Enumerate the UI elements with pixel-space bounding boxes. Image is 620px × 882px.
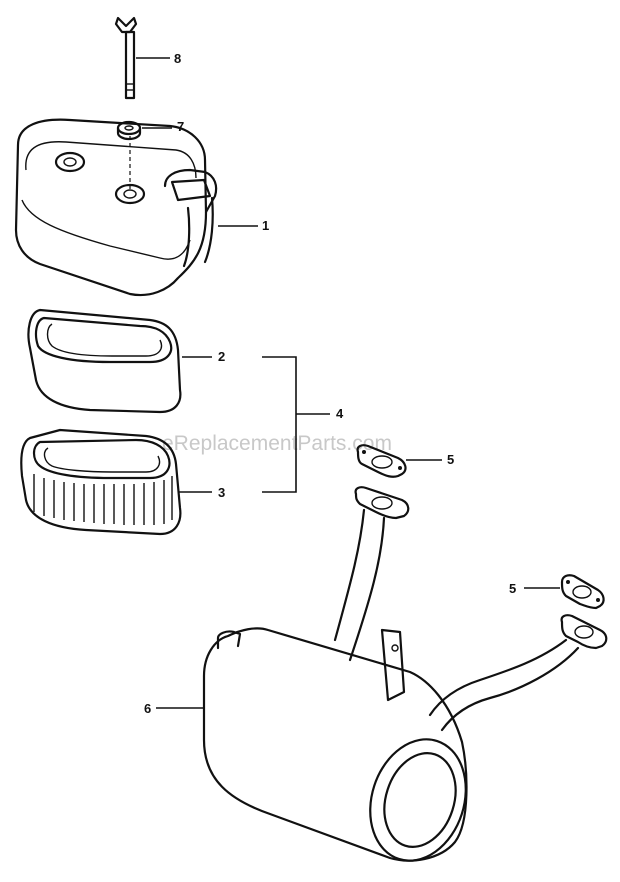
callout-4: 4 <box>336 406 344 421</box>
exhaust-gasket-upper-part[interactable] <box>356 444 407 478</box>
callout-3: 3 <box>218 485 225 500</box>
callout-7: 7 <box>177 119 184 134</box>
callout-1: 1 <box>262 218 269 233</box>
callout-5-lower: 5 <box>509 581 516 596</box>
muffler-part[interactable] <box>202 486 608 873</box>
exhaust-gasket-lower-part[interactable] <box>560 574 605 610</box>
callout-8: 8 <box>174 51 181 66</box>
callout-2: 2 <box>218 349 225 364</box>
watermark-text: eReplacementParts.com <box>162 432 392 455</box>
pre-cleaner-part[interactable] <box>27 308 182 414</box>
paper-filter-part[interactable] <box>20 428 182 536</box>
washer-part[interactable] <box>116 120 142 141</box>
wing-bolt-part[interactable] <box>114 16 138 100</box>
callout-6: 6 <box>144 701 151 716</box>
air-cleaner-cover-part[interactable] <box>14 118 218 297</box>
callout-5-upper: 5 <box>447 452 454 467</box>
assembly-bracket <box>262 356 297 493</box>
